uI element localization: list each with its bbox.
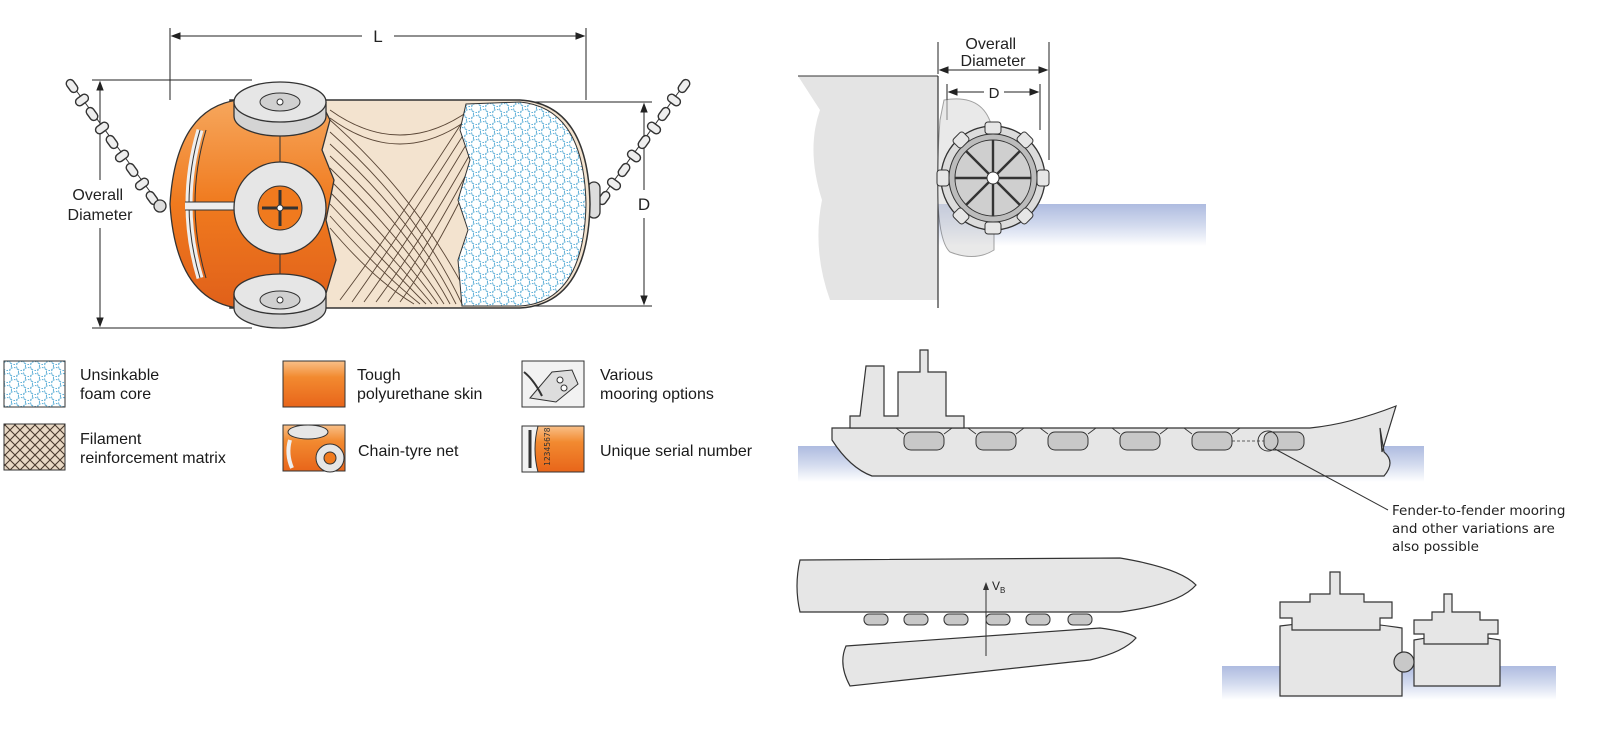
- legend-mooring-line-1: Various: [600, 367, 653, 384]
- legend-item-chain-tyre-net: Chain-tyre net: [282, 424, 459, 473]
- velocity-subscript: B: [1000, 586, 1005, 595]
- ship-mooring-lines: [895, 427, 1264, 442]
- callout-leader-line: [1274, 448, 1389, 511]
- upper-ship-plan: [796, 557, 1197, 613]
- fender-to-fender-note: Fender-to-fender mooring and other varia…: [1392, 503, 1570, 555]
- quay-overall-diameter-label: Overall Diameter: [961, 36, 1027, 70]
- overall-diameter-label: Overall Diameter: [68, 187, 134, 224]
- large-ship-end: [1279, 621, 1403, 697]
- legend-item-polyurethane-skin: Tough polyurethane skin: [282, 360, 482, 408]
- berthing-velocity-label: VB: [992, 579, 1005, 595]
- end-view-fender: [1393, 651, 1415, 673]
- velocity-symbol: V: [992, 579, 1000, 593]
- overall-diameter-line-2: Diameter: [68, 207, 134, 224]
- legend-item-mooring-options: Various mooring options: [521, 360, 714, 408]
- chain-tyre-net: [185, 128, 281, 280]
- fender-end-view: [936, 98, 1050, 257]
- fender-to-fender-callout-circle: [1257, 430, 1279, 452]
- tyre-top: [233, 81, 327, 137]
- legend-item-foam-core: Unsinkable foam core: [3, 360, 164, 408]
- quay-wall: [798, 76, 938, 300]
- mooring-options-icon: [521, 360, 585, 408]
- quay-diameter-label: D: [989, 85, 1000, 102]
- length-dimension: [169, 28, 587, 100]
- legend-item-filament-matrix: Filament reinforcement matrix: [3, 423, 226, 471]
- legend-skin-line-1: Tough: [357, 367, 401, 384]
- diameter-label: D: [638, 195, 650, 214]
- serial-number-icon: 12345678: [521, 425, 585, 473]
- ship-hull: [831, 404, 1397, 477]
- filament-reinforcement-matrix: [329, 109, 479, 305]
- legend-item-serial-number: 12345678 Unique serial number: [521, 425, 753, 473]
- legend-label-filament: Filament reinforcement matrix: [80, 431, 226, 467]
- left-mooring-chain: [63, 77, 167, 213]
- legend-label-polyurethane: Tough polyurethane skin: [357, 367, 482, 403]
- lower-ship-plan: [842, 627, 1137, 687]
- foam-core: [457, 101, 587, 307]
- legend-filament-line-1: Filament: [80, 431, 142, 448]
- large-ship-superstructure: [1279, 571, 1393, 631]
- ship-side-view-diagram: Fender-to-fender mooring and other varia…: [798, 349, 1570, 555]
- legend-label-chain-tyre-net: Chain-tyre net: [358, 443, 459, 460]
- legend-label-serial-number: Unique serial number: [600, 443, 753, 460]
- fender-cutaway-diagram: L Overall Diameter D: [63, 27, 693, 329]
- foam-core-swatch: [3, 360, 66, 408]
- legend-skin-line-2: polyurethane skin: [357, 386, 482, 403]
- ship-to-ship-end-view: [1222, 571, 1556, 700]
- note-line-3: also possible: [1392, 539, 1479, 555]
- plan-fenders: [863, 613, 1093, 626]
- filament-matrix-swatch: [3, 423, 66, 471]
- legend-label-mooring: Various mooring options: [600, 367, 714, 403]
- tyre-bottom: [233, 273, 327, 329]
- length-label: L: [373, 27, 382, 46]
- svg-text:12345678: 12345678: [543, 427, 552, 466]
- chain-tyre-net-icon: [282, 424, 346, 473]
- tyre-middle: [233, 161, 327, 255]
- quay-overall-line-1: Overall: [965, 36, 1016, 53]
- quay-wall-diagram: Overall Diameter D: [798, 36, 1206, 308]
- legend: Unsinkable foam core Tough polyurethane …: [3, 360, 753, 473]
- note-line-2: and other variations are: [1392, 521, 1555, 537]
- legend-filament-line-2: reinforcement matrix: [80, 450, 226, 467]
- legend-mooring-line-2: mooring options: [600, 386, 714, 403]
- diameter-dimension: [520, 101, 652, 307]
- ship-superstructure: [849, 349, 965, 429]
- ship-fenders: [903, 431, 1305, 451]
- legend-foam-line-1: Unsinkable: [80, 367, 159, 384]
- ship-to-ship-plan-view: VB: [796, 557, 1197, 687]
- overall-diameter-line-1: Overall: [72, 187, 123, 204]
- small-ship-superstructure: [1413, 593, 1499, 645]
- note-line-1: Fender-to-fender mooring: [1392, 503, 1565, 519]
- legend-foam-line-2: foam core: [80, 386, 151, 403]
- quay-overall-line-2: Diameter: [961, 53, 1027, 70]
- quay-overall-diameter-dimension: [937, 42, 1050, 160]
- legend-label-foam-core: Unsinkable foam core: [80, 367, 164, 403]
- polyurethane-swatch: [282, 360, 346, 408]
